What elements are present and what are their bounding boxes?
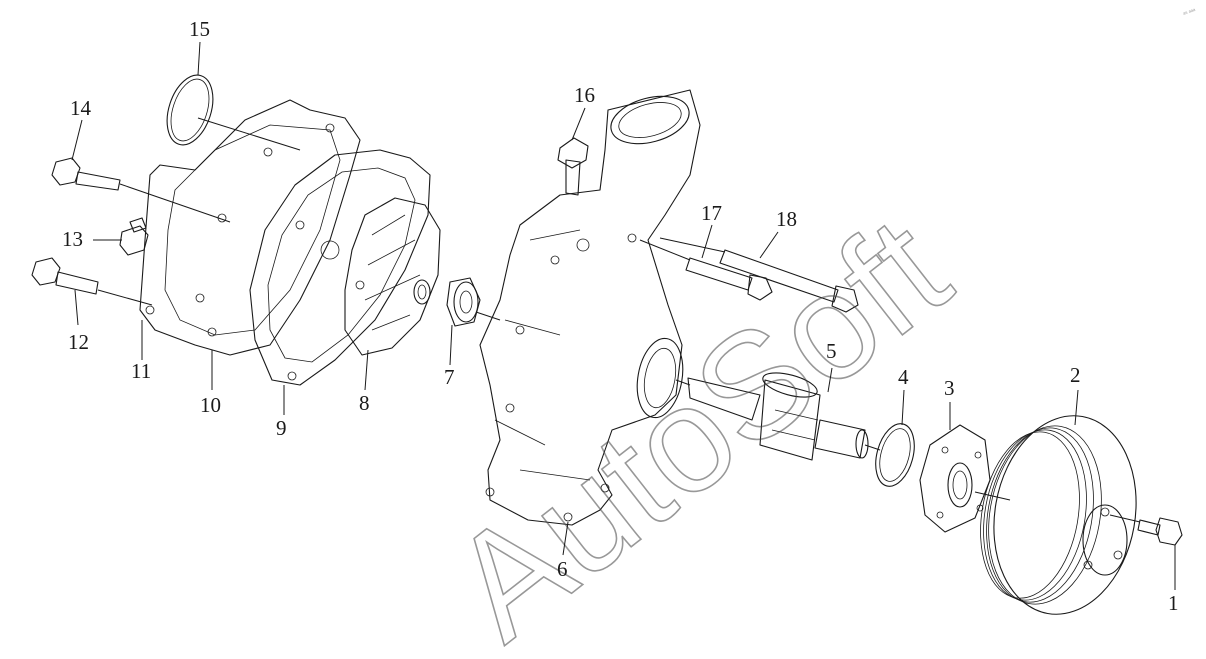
callout-4: 4 [898, 365, 909, 389]
callout-6: 6 [557, 557, 568, 581]
part-5-shaft-bearing [687, 372, 869, 461]
part-15-o-ring [166, 74, 214, 146]
assembly-axis-lines [97, 117, 1141, 523]
callout-13: 13 [62, 227, 83, 251]
callout-16: 16 [574, 83, 595, 107]
part-13-plug [119, 217, 149, 256]
callout-12: 12 [68, 330, 89, 354]
callout-1: 1 [1168, 591, 1179, 615]
part-12-bolt [31, 257, 99, 295]
watermark-text: AutoSoft [420, 185, 977, 659]
callout-8: 8 [359, 391, 370, 415]
callout-9: 9 [276, 416, 287, 440]
part-14-bolt [51, 157, 121, 191]
callout-10: 10 [200, 393, 221, 417]
callout-18: 18 [776, 207, 797, 231]
callout-2: 2 [1070, 363, 1081, 387]
part-11-rear-cover [139, 99, 361, 356]
part-4-snap-ring [875, 423, 915, 487]
part-1-bolt [1137, 517, 1183, 546]
callout-15: 15 [189, 17, 210, 41]
callout-labels: 1 2 3 4 5 6 7 8 9 10 11 12 13 14 15 16 1… [62, 17, 1179, 615]
part-3-hub-flange [919, 424, 991, 533]
callout-5: 5 [826, 339, 837, 363]
callout-3: 3 [944, 376, 955, 400]
part-8-impeller [344, 197, 441, 356]
part-2-pulley [980, 415, 1137, 615]
callout-14: 14 [70, 96, 92, 120]
part-7-seal [446, 277, 481, 327]
part-16-bolt [557, 137, 589, 196]
part-9-gasket [249, 149, 431, 386]
part-18-long-bolt [719, 249, 859, 313]
callout-leaders [71, 41, 1176, 590]
part-6-pump-housing [479, 89, 701, 526]
corner-mark: ᵃˢ ᵃᵃᵃ [1183, 8, 1198, 18]
callout-11: 11 [131, 359, 151, 383]
callout-17: 17 [701, 201, 722, 225]
callout-7: 7 [444, 365, 455, 389]
